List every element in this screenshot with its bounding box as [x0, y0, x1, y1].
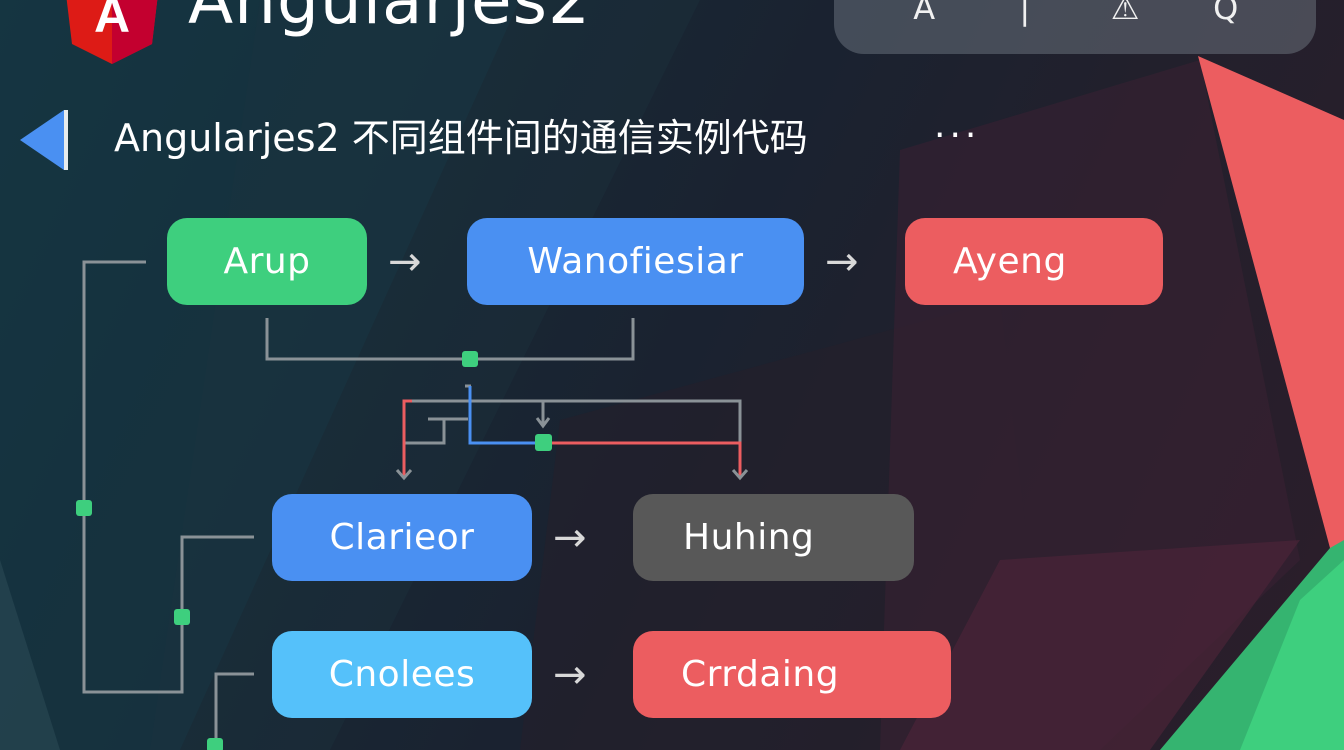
page-subtitle: Angularjes2 不同组件间的通信实例代码 — [114, 116, 808, 160]
search-button[interactable]: Q — [1206, 0, 1246, 26]
more-options-button[interactable]: ··· — [934, 115, 981, 156]
search-icon: Q — [1213, 0, 1239, 27]
svg-text:A: A — [94, 0, 130, 43]
warning-button[interactable]: ⚠ — [1105, 0, 1145, 26]
angular-logo: A — [66, 0, 158, 64]
font-icon: A — [913, 0, 936, 27]
node-label: Cnolees — [328, 654, 476, 695]
node-wanofiesiar[interactable]: Wanofiesiar — [467, 218, 804, 305]
warning-icon: ⚠ — [1110, 0, 1140, 27]
text-cursor-icon: | — [1019, 0, 1031, 27]
arrow-right-icon: → — [553, 652, 587, 698]
arrow-right-icon: → — [553, 515, 587, 561]
back-button[interactable] — [18, 108, 72, 172]
node-ayeng[interactable]: Ayeng — [905, 218, 1163, 305]
text-cursor-button[interactable]: | — [1005, 0, 1045, 26]
node-label: Arup — [223, 241, 311, 282]
app-title: Angularjes2 — [188, 0, 591, 39]
node-label: Wanofiesiar — [527, 241, 744, 282]
arrow-right-icon: → — [825, 239, 859, 285]
node-label: Ayeng — [953, 241, 1067, 282]
toolbar: A | ⚠ Q — [834, 0, 1316, 54]
node-cnolees[interactable]: Cnolees — [272, 631, 532, 718]
node-label: Huhing — [683, 517, 815, 558]
node-label: Clarieor — [329, 517, 475, 558]
back-triangle-icon — [20, 110, 68, 170]
node-huhing[interactable]: Huhing — [633, 494, 914, 581]
arrow-right-icon: → — [388, 239, 422, 285]
node-arup[interactable]: Arup — [167, 218, 367, 305]
font-button[interactable]: A — [904, 0, 944, 26]
node-label: Crrdaing — [681, 654, 840, 695]
node-crrdaing[interactable]: Crrdaing — [633, 631, 951, 718]
node-clarieor[interactable]: Clarieor — [272, 494, 532, 581]
